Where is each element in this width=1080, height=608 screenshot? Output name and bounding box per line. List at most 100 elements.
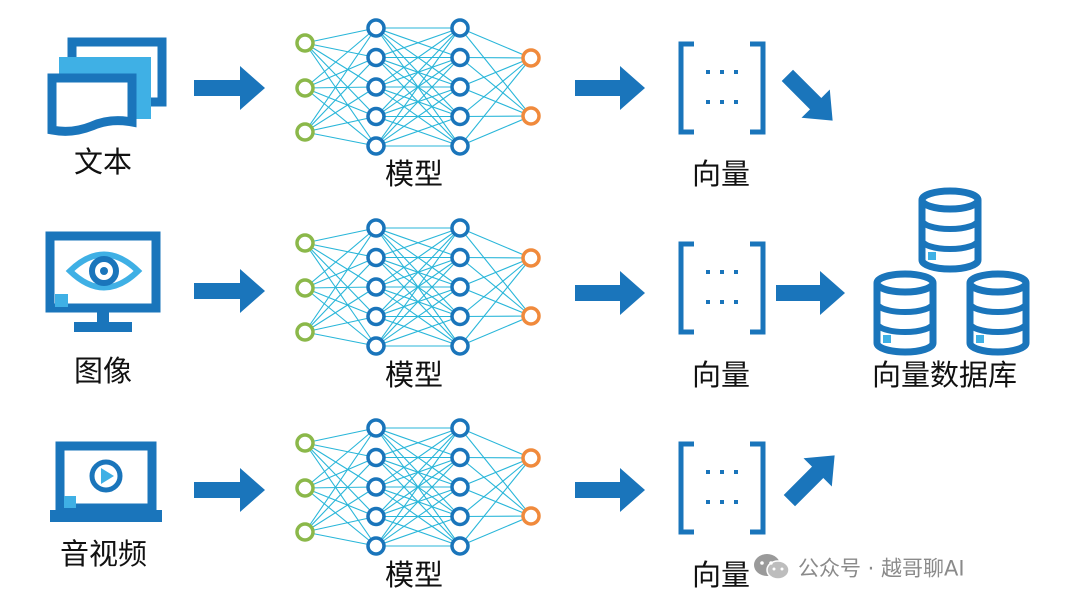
network-edge xyxy=(459,456,532,459)
vector-database-label: 向量数据库 xyxy=(872,358,1018,392)
vector-bracket-2 xyxy=(678,241,766,335)
input-node xyxy=(295,33,315,53)
input-node xyxy=(295,433,315,453)
input-node xyxy=(295,522,315,542)
hidden-node xyxy=(450,536,470,556)
network-edge xyxy=(459,27,532,59)
hidden-node xyxy=(366,306,386,327)
network-edge xyxy=(304,242,377,288)
hidden-node xyxy=(450,506,470,527)
network-edge xyxy=(304,87,377,118)
arrow-input-to-model-3 xyxy=(194,468,265,512)
network-edge xyxy=(304,442,377,488)
neural-network-1 xyxy=(295,18,541,156)
network-edge xyxy=(304,427,377,444)
network-edge xyxy=(375,257,461,347)
hidden-node xyxy=(450,306,470,327)
network-edge xyxy=(375,427,461,488)
network-edge xyxy=(459,515,532,547)
network-edge xyxy=(375,227,461,347)
laptop-play-icon xyxy=(50,441,162,522)
watermark-text: 公众号 · 越哥聊AI xyxy=(798,556,965,581)
network-edge xyxy=(304,486,377,489)
hidden-node xyxy=(450,47,470,68)
hidden-node xyxy=(450,418,470,438)
network-edge xyxy=(304,56,377,89)
input-node xyxy=(295,322,315,342)
hidden-node xyxy=(366,218,386,238)
vector-label-3: 向量 xyxy=(692,558,751,592)
arrow-model-to-vector-3 xyxy=(575,468,645,512)
arrow-model-to-vector-1 xyxy=(575,66,645,110)
network-edge xyxy=(304,442,377,459)
network-edge xyxy=(304,287,377,347)
arrow-vector-to-db-2 xyxy=(776,271,845,315)
network-edge xyxy=(304,57,377,133)
network-edge xyxy=(304,256,377,289)
network-edge xyxy=(304,242,377,259)
hidden-node xyxy=(366,506,386,527)
hidden-node xyxy=(366,477,386,497)
network-edge xyxy=(459,515,532,518)
vector-dots-2 xyxy=(706,270,738,304)
arrow-input-to-model-1 xyxy=(194,66,265,110)
database-cylinder xyxy=(873,270,937,356)
network-edge xyxy=(375,86,461,147)
hidden-node xyxy=(366,536,386,556)
network-edge xyxy=(375,115,461,147)
network-edge xyxy=(304,515,377,533)
input-node xyxy=(295,233,315,253)
arrow-input-to-model-2 xyxy=(194,269,265,313)
network-edge xyxy=(459,257,532,347)
network-edge xyxy=(304,331,377,347)
arrow-model-to-vector-2 xyxy=(575,271,645,315)
neural-network-2 xyxy=(295,218,541,356)
network-edge xyxy=(304,86,377,133)
hidden-node xyxy=(366,77,386,97)
network-edge xyxy=(459,57,532,88)
hidden-node xyxy=(366,418,386,438)
network-edge xyxy=(375,27,461,117)
input-label-audio-video: 音视频 xyxy=(60,537,148,571)
output-node xyxy=(521,306,541,326)
network-edge xyxy=(304,286,377,289)
network-edge xyxy=(459,57,532,117)
network-edge xyxy=(459,57,532,147)
network-edge xyxy=(459,257,532,317)
hidden-node xyxy=(366,136,386,156)
vector-label-2: 向量 xyxy=(692,358,751,392)
hidden-node xyxy=(450,77,470,97)
network-edge xyxy=(375,315,461,347)
document-stack-icon xyxy=(47,37,167,136)
network-edge xyxy=(304,531,377,547)
database-cylinder-icon xyxy=(873,187,1030,356)
output-node xyxy=(521,248,541,268)
network-edge xyxy=(304,227,377,289)
input-node xyxy=(295,478,315,498)
network-edge xyxy=(304,486,377,533)
network-edge xyxy=(304,27,377,44)
network-edge xyxy=(304,42,377,88)
network-edge xyxy=(459,56,532,59)
neural-network-3 xyxy=(295,418,541,556)
arrow-vector-to-db-1 xyxy=(781,69,833,121)
input-label-text: 文本 xyxy=(74,145,133,179)
network-edge xyxy=(459,427,532,459)
output-node xyxy=(521,48,541,68)
network-edge xyxy=(304,427,377,489)
output-node xyxy=(521,506,541,526)
network-edge xyxy=(375,427,461,517)
vector-dots-1 xyxy=(706,70,738,104)
network-edge xyxy=(459,115,532,147)
network-edge xyxy=(304,42,377,59)
network-edge xyxy=(459,257,532,288)
network-edge xyxy=(375,286,461,347)
network-edge xyxy=(375,486,461,547)
model-label-1: 模型 xyxy=(385,157,444,191)
model-label-2: 模型 xyxy=(385,358,444,392)
input-label-image: 图像 xyxy=(74,354,133,388)
network-edge xyxy=(304,457,377,533)
arrow-vector-to-db-3 xyxy=(783,455,835,507)
network-edge xyxy=(375,27,461,59)
